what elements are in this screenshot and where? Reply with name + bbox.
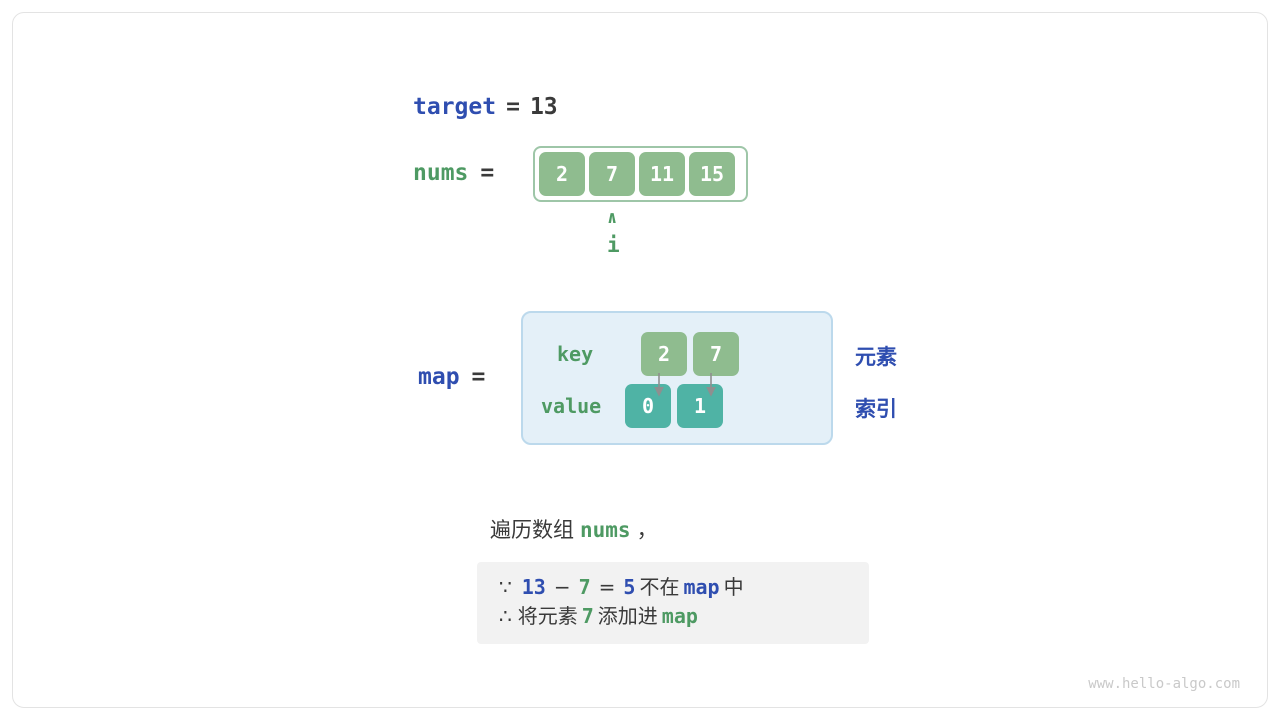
note-value-b: 7 [578,575,591,599]
note-minus: − [553,575,571,599]
map-value-label: value [541,394,602,418]
array-cell: 11 [639,152,685,196]
target-label: target [413,94,497,120]
caption-prefix: 遍历数组 [490,518,574,542]
watermark: www.hello-algo.com [1088,676,1240,692]
map-key-cell: 2 [641,332,687,376]
target-value: 13 [529,94,558,120]
note2-text-start: 将元素 [517,604,578,628]
nums-equals: = [480,160,495,186]
because-symbol: ∵ [499,575,512,599]
map-key-row: key 2 7 [557,332,739,376]
index-caret-icon: ∧ [607,208,618,228]
note-text-end: 中 [723,575,744,599]
map-value-cell: 0 [625,384,671,428]
canvas-border [12,12,1268,708]
nums-label: nums [413,160,469,186]
caption-code: nums [580,518,631,542]
index-pointer-label: i [607,233,620,257]
note2-element: 7 [581,604,594,628]
map-key-cell: 7 [693,332,739,376]
target-row: target = 13 [413,94,558,120]
map-value-cells: 0 1 [625,384,723,428]
array-cell: 2 [539,152,585,196]
note2-map-ref: map [661,604,698,628]
map-value-cell: 1 [677,384,723,428]
note-value-c: 5 [623,575,636,599]
note-value-a: 13 [521,575,546,599]
nums-array: 2 7 11 15 [533,146,748,202]
note2-text-mid: 添加进 [597,604,658,628]
map-value-annotation: 索引 [855,397,897,421]
target-equals: = [506,94,520,120]
map-key-cells: 2 7 [641,332,739,376]
array-cell: 15 [689,152,735,196]
map-row-label: map = [418,364,485,390]
caption-suffix: ， [636,518,658,542]
note-text-mid: 不在 [639,575,680,599]
map-equals: = [471,364,486,390]
map-label: map [418,364,460,390]
therefore-symbol: ∴ [499,604,512,628]
map-container: key 2 7 value 0 1 [521,311,833,445]
note-map-ref: map [683,575,720,599]
nums-row-label: nums = [413,160,494,186]
map-key-annotation: 元素 [855,345,897,369]
note-equals: = [598,575,616,599]
array-cell: 7 [589,152,635,196]
map-key-label: key [557,342,594,366]
map-value-row: value 0 1 [541,384,723,428]
